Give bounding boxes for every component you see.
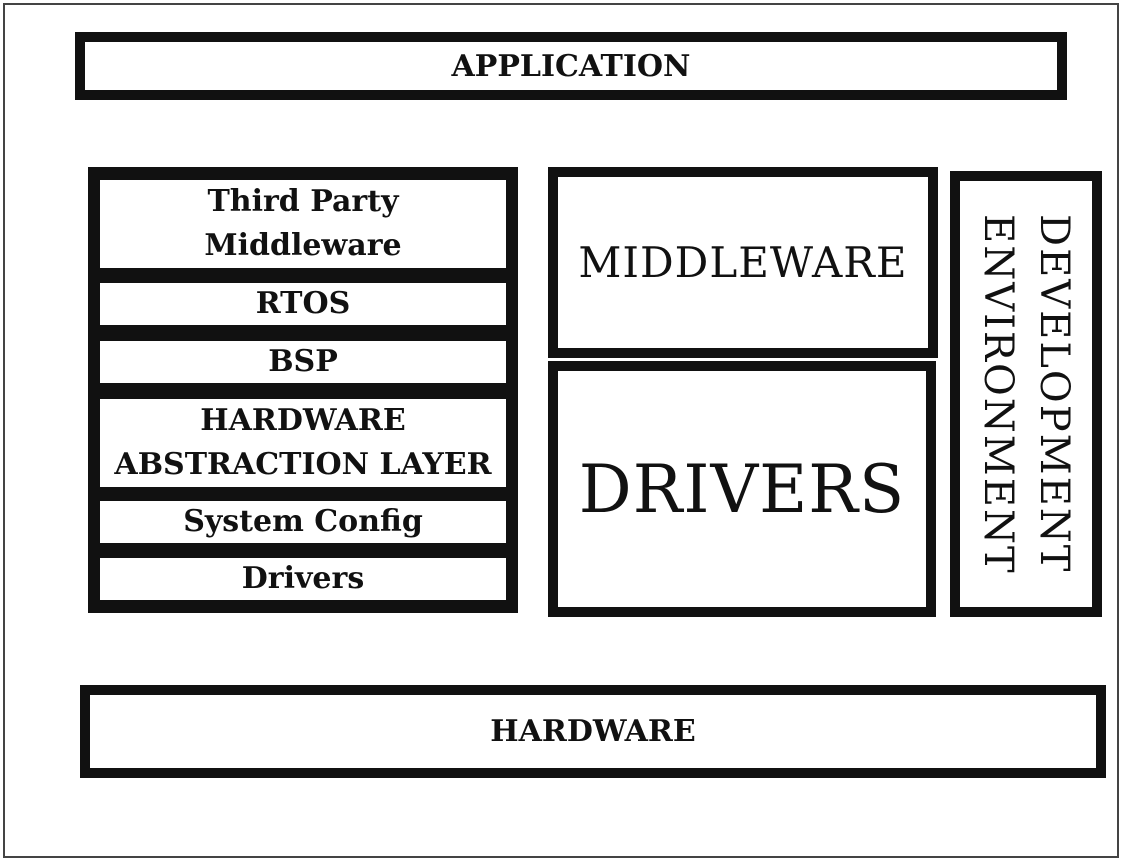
hal-label-line1: HARDWARE — [200, 403, 406, 438]
hardware-box: HARDWARE — [80, 685, 1106, 778]
system-config-label: System Config — [183, 504, 423, 539]
system-config-layer: System Config — [100, 501, 506, 543]
drivers-layer: Drivers — [100, 558, 506, 600]
drivers-layer-label: Drivers — [241, 561, 365, 596]
rtos-label: RTOS — [255, 286, 351, 321]
bsp-layer: BSP — [100, 341, 506, 383]
development-environment-label: DEVELOPMENT ENVIRONMENT — [970, 214, 1082, 575]
dev-env-line2: ENVIRONMENT — [975, 213, 1021, 575]
rtos-layer: RTOS — [100, 283, 506, 325]
third-party-label-line2: Middleware — [204, 228, 402, 263]
hardware-abstraction-layer: HARDWARE ABSTRACTION LAYER — [100, 399, 506, 487]
middleware-box: MIDDLEWARE — [548, 167, 938, 358]
third-party-label-line1: Third Party — [207, 184, 399, 219]
software-stack: Third Party Middleware RTOS BSP HARDWARE… — [88, 167, 518, 613]
bsp-label: BSP — [268, 344, 338, 379]
application-box: APPLICATION — [75, 32, 1067, 100]
application-label: APPLICATION — [451, 48, 691, 84]
hardware-label: HARDWARE — [490, 714, 696, 749]
third-party-middleware-layer: Third Party Middleware — [100, 180, 506, 268]
outer-frame — [3, 3, 1119, 858]
development-environment-box: DEVELOPMENT ENVIRONMENT — [950, 171, 1102, 617]
drivers-box: DRIVERS — [548, 361, 936, 617]
middleware-label: MIDDLEWARE — [578, 238, 908, 287]
drivers-label: DRIVERS — [578, 450, 906, 528]
hal-label-line2: ABSTRACTION LAYER — [114, 447, 492, 482]
dev-env-line1: DEVELOPMENT — [1031, 214, 1077, 574]
